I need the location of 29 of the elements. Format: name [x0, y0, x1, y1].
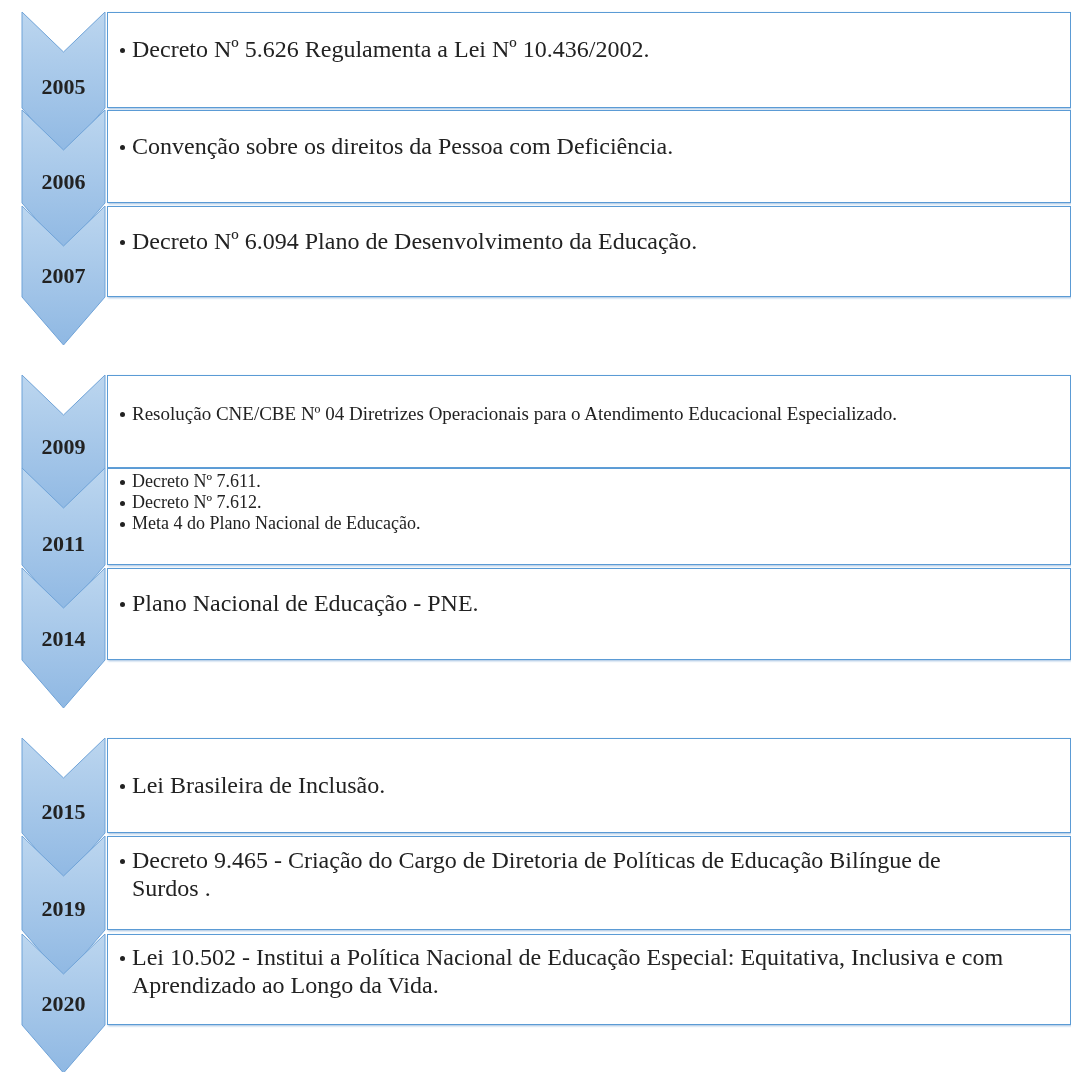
text-box	[107, 206, 1071, 297]
bullet-item: Decreto Nº 7.612.	[132, 492, 262, 513]
text-box	[107, 738, 1071, 833]
year-label: 2019	[40, 896, 87, 922]
year-label: 2006	[40, 169, 87, 195]
text-box	[107, 375, 1071, 468]
bullet-item: Decreto Nº 5.626 Regulamenta a Lei Nº 10.436/2002.	[132, 36, 650, 64]
text-box	[107, 468, 1071, 565]
bullet-item: Lei Brasileira de Inclusão.	[132, 771, 386, 800]
year-label: 2009	[40, 434, 87, 460]
year-label: 2015	[40, 799, 87, 825]
text-box	[107, 568, 1071, 660]
text-box	[107, 934, 1071, 1025]
bullet-item: Plano Nacional de Educação - PNE.	[132, 590, 479, 618]
text-box	[107, 836, 1071, 930]
bullet-item: Convenção sobre os direitos da Pessoa com Deficiência.	[132, 132, 674, 161]
year-label: 2005	[40, 74, 87, 100]
bullet-item: Meta 4 do Plano Nacional de Educação.	[132, 512, 421, 534]
text-box	[107, 12, 1071, 108]
bullet-item: Resolução CNE/CBE Nº 04 Diretrizes Operacionais para o Atendimento Educacional Especializado.	[132, 402, 898, 425]
year-label: 2014	[40, 626, 87, 652]
year-label: 2020	[40, 991, 87, 1017]
bullet-item: Lei 10.502 - Institui a Política Nacional de Educação Especial: Equitativa, Inclusiva e com Aprendizado ao Longo da Vida.	[132, 943, 1005, 1000]
year-label: 2011	[41, 531, 86, 557]
bullet-item: Decreto 9.465 - Criação do Cargo de Diretoria de Políticas de Educação Bilíngue de Surdos .	[132, 847, 942, 903]
bullet-item: Decreto Nº 6.094 Plano de Desenvolvimento da Educação.	[132, 227, 698, 256]
text-box	[107, 110, 1071, 203]
year-label: 2007	[40, 263, 87, 289]
bullet-item: Decreto Nº 7.611.	[132, 471, 261, 493]
